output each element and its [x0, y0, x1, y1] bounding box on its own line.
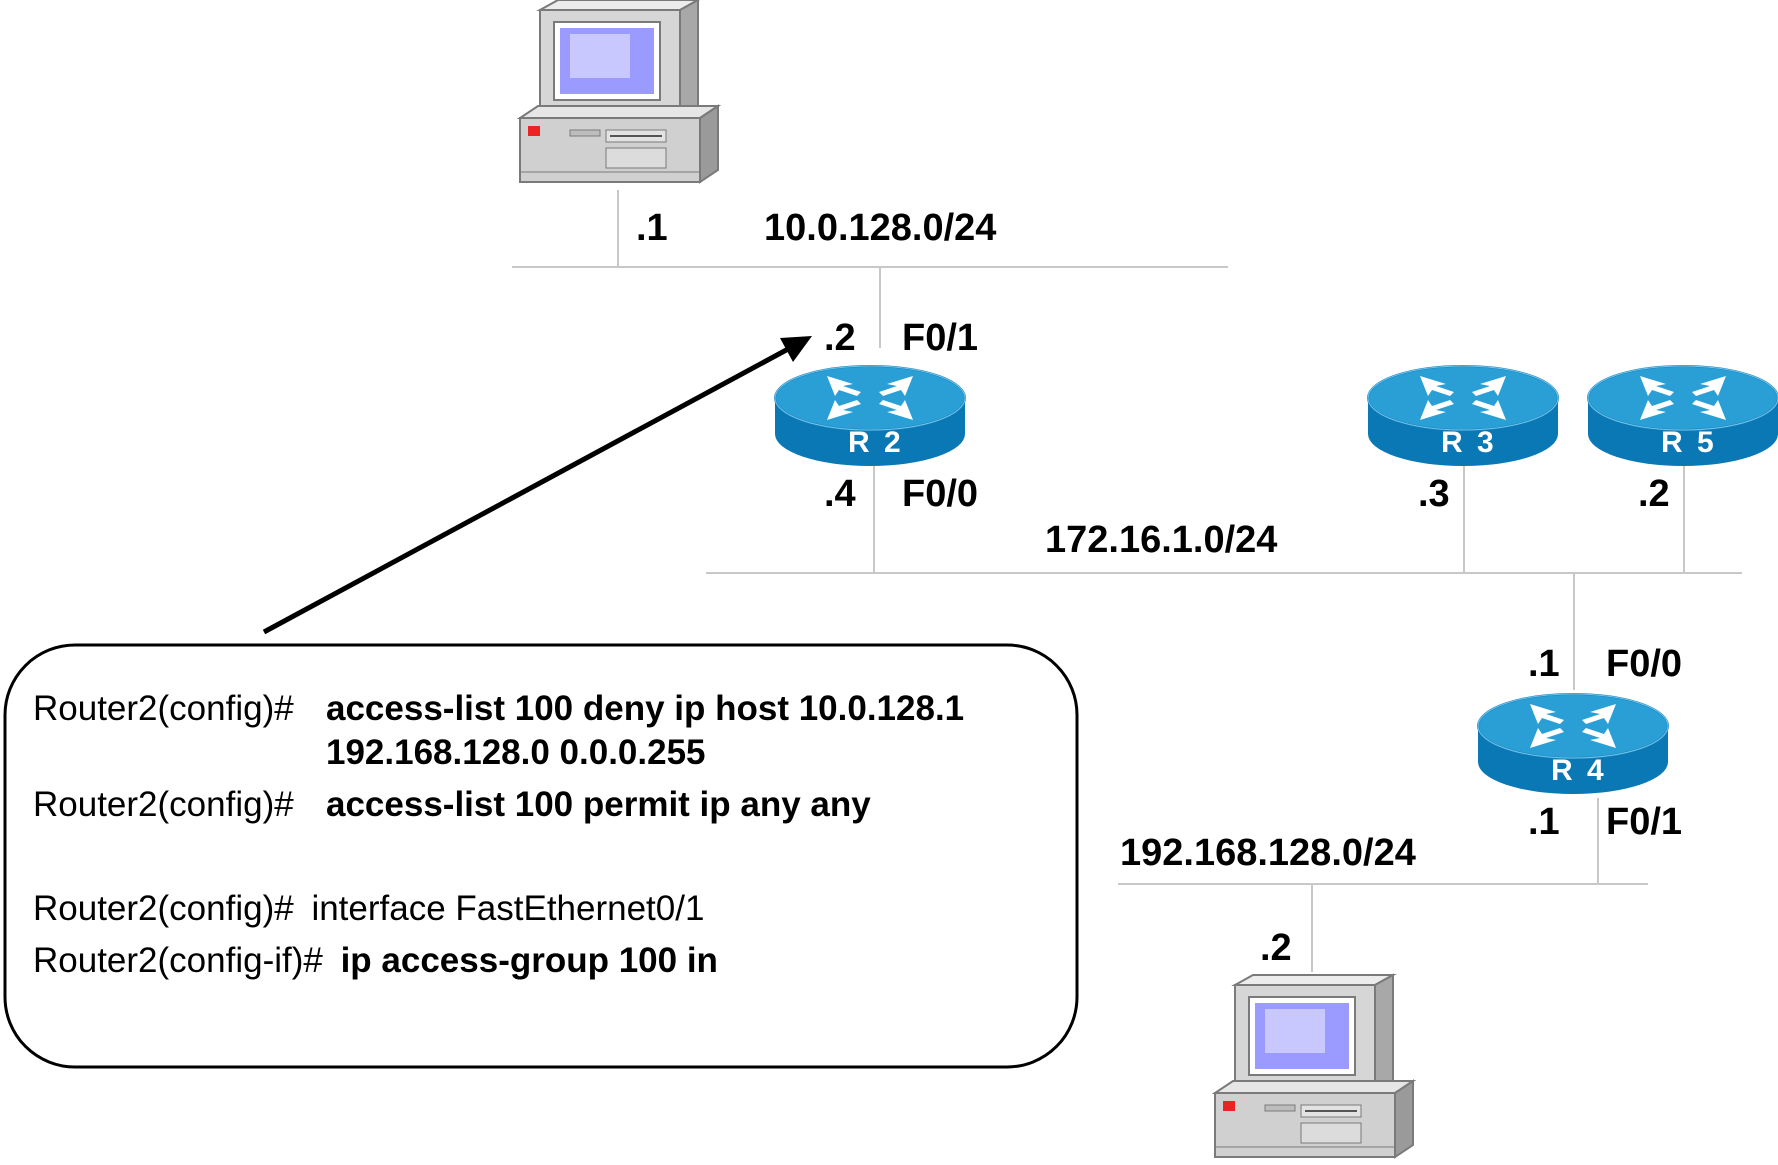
r2-upper-interface: F0/1: [902, 317, 978, 359]
network-label-bottom: 192.168.128.0/24: [1120, 832, 1416, 874]
r2-lower-interface: F0/0: [902, 473, 978, 515]
router-r4-name: R 4: [1551, 754, 1607, 787]
config-line-2: Router2(config)# access-list 100 permit …: [33, 785, 871, 824]
r2-lower-address: .4: [824, 473, 856, 515]
router-r2-name: R 2: [848, 426, 904, 459]
config-line-2-prompt: Router2(config)#: [33, 785, 294, 824]
config-line-4-command: ip access-group 100 in: [341, 941, 718, 980]
config-line-1: Router2(config)# access-list 100 deny ip…: [33, 689, 964, 728]
arrowhead-icon: [780, 336, 812, 362]
config-line-4-prompt: Router2(config-if)#: [33, 941, 323, 980]
config-line-1-command: access-list 100 deny ip host 10.0.128.1: [326, 689, 964, 728]
router-r3-name: R 3: [1441, 426, 1497, 459]
host-bottom-address: .2: [1260, 927, 1292, 969]
config-line-4: Router2(config-if)# ip access-group 100 …: [33, 941, 718, 980]
config-line-1b-command: 192.168.128.0 0.0.0.255: [326, 733, 706, 772]
config-pointer-arrow: [262, 345, 792, 635]
r2-upper-address: .2: [824, 317, 856, 359]
config-line-3-command: interface FastEthernet0/1: [311, 889, 704, 928]
config-line-1b: 192.168.128.0 0.0.0.255: [326, 733, 706, 772]
host-top-computer-icon: [519, 0, 719, 183]
r4-upper-address: .1: [1528, 643, 1560, 685]
r4-lower-address: .1: [1528, 801, 1560, 843]
host-top-address: .1: [636, 207, 668, 249]
r5-address: .2: [1638, 473, 1670, 515]
r3-address: .3: [1418, 473, 1450, 515]
r4-upper-interface: F0/0: [1606, 643, 1682, 685]
host-bottom-computer-icon: [1214, 974, 1414, 1158]
config-line-3-prompt: Router2(config)#: [33, 889, 294, 928]
router-r5-name: R 5: [1661, 426, 1717, 459]
config-line-2-command: access-list 100 permit ip any any: [326, 785, 871, 824]
config-callout-box: [3, 643, 1079, 1069]
network-label-top: 10.0.128.0/24: [764, 207, 996, 249]
config-line-3: Router2(config)# interface FastEthernet0…: [33, 889, 704, 928]
r4-lower-interface: F0/1: [1606, 801, 1682, 843]
config-line-1-prompt: Router2(config)#: [33, 689, 294, 728]
network-label-middle: 172.16.1.0/24: [1045, 519, 1277, 561]
